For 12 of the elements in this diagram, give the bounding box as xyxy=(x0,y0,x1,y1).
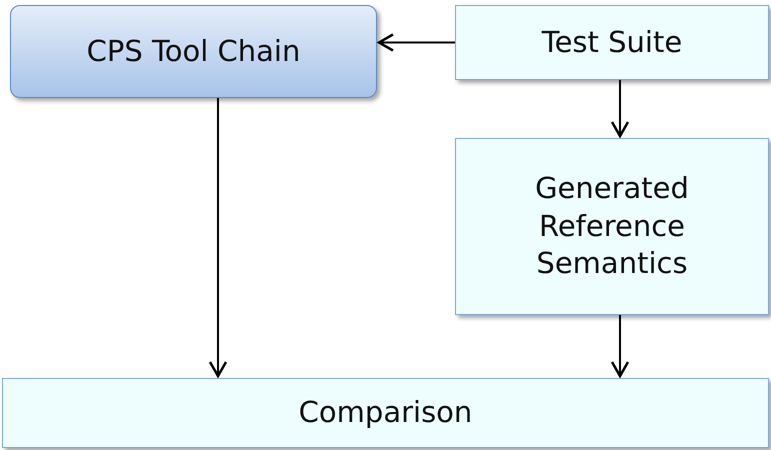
process-box xyxy=(455,138,769,315)
process-box xyxy=(2,378,769,448)
arrow xyxy=(208,98,228,378)
box-label: Comparison xyxy=(298,394,474,432)
process-box xyxy=(455,5,769,80)
box-label: Generated Reference Semantics xyxy=(534,170,690,282)
arrow xyxy=(378,33,455,52)
process-box xyxy=(10,5,377,98)
box-label: Test Suite xyxy=(540,24,684,61)
arrow xyxy=(610,80,630,138)
arrow xyxy=(610,315,630,378)
box-label: CPS Tool Chain xyxy=(86,32,302,70)
